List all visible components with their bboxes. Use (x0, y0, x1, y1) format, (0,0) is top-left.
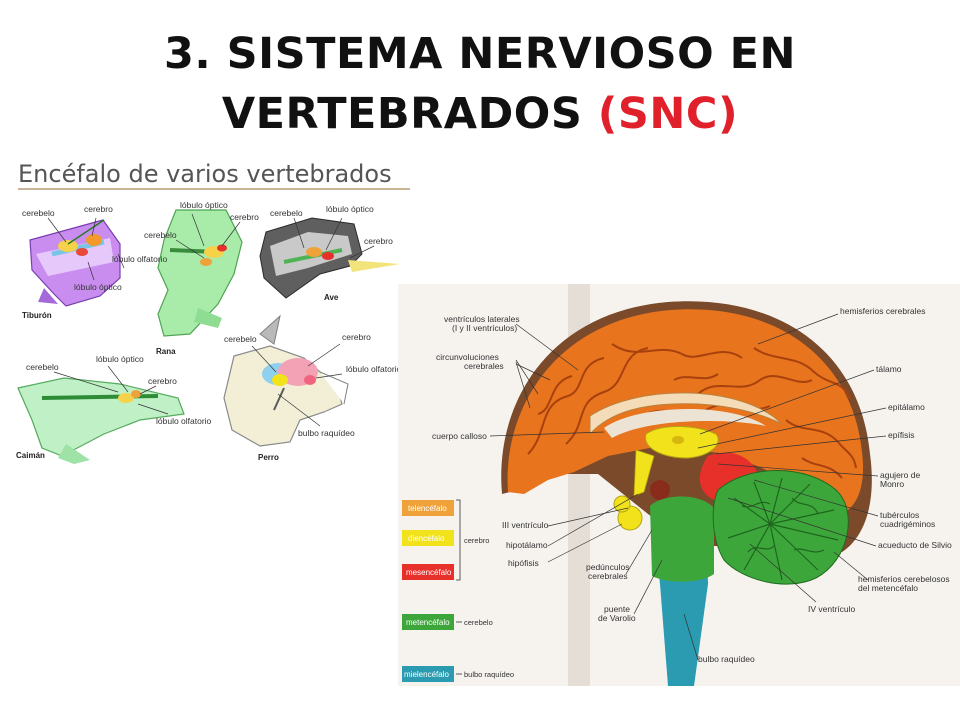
caiman-label-cerebelo: cerebelo (26, 362, 59, 372)
label-iv-ventriculo: IV ventrículo (808, 604, 856, 614)
title-line-2: VERTEBRADOS (221, 89, 583, 139)
label-cuerpo-calloso: cuerpo calloso (432, 431, 487, 441)
label-hipofisis: hipófisis (508, 558, 539, 568)
label-puente: puente (604, 604, 630, 614)
label-hemisferios-cerebelosos: hemisferios cerebelosos (858, 574, 950, 584)
shark-label-cerebro: cerebro (84, 204, 113, 214)
frog-label-cerebro: cerebro (230, 212, 259, 222)
label-iii-ventriculo: III ventrículo (502, 520, 549, 530)
caiman-illustration (17, 377, 185, 464)
label-hemisferios-cerebrales: hemisferios cerebrales (840, 306, 926, 316)
label-de-varolio: de Varolio (598, 613, 636, 623)
dog-label-cerebelo: cerebelo (224, 334, 257, 344)
caiman-label-cerebro: cerebro (148, 376, 177, 386)
legend-label-mielencefalo: mielencéfalo (404, 670, 449, 679)
legend-label-diencefalo: diencéfalo (408, 534, 445, 543)
label-hipotalamo: hipotálamo (506, 540, 548, 550)
bird-name: Ave (324, 293, 339, 302)
label-acueducto-silvio: acueducto de Silvio (878, 540, 952, 550)
legend-swatch-telencefalo (402, 500, 454, 516)
label-pedunculos-cerebrales: cerebrales (588, 571, 628, 581)
brain-region-legend: telencéfalo diencéfalo mesencéfalo cereb… (402, 499, 514, 682)
frog-label-lobulo-optico: lóbulo óptico (180, 200, 228, 210)
frog-illustration (157, 209, 243, 337)
legend-swatch-mielencefalo (402, 666, 454, 682)
label-agujero-de: agujero de (880, 470, 920, 480)
bird-label-lobulo-optico: lóbulo óptico (326, 204, 374, 214)
label-ventriculos-paren: (I y II ventrículos) (452, 323, 517, 333)
figure-heading: Encéfalo de varios vertebrados (18, 160, 392, 188)
label-tuberculos: tubérculos (880, 510, 919, 520)
label-epifisis: epífisis (888, 430, 914, 440)
human-brain-drawing: ventrículos laterales (I y II ventrículo… (402, 284, 952, 686)
bird-label-cerebro: cerebro (364, 236, 393, 246)
label-ventriculos-laterales: ventrículos laterales (444, 314, 520, 324)
caiman-label-lobulo-optico: lóbulo óptico (96, 354, 144, 364)
title-line-1: 3. SISTEMA NERVIOSO EN (163, 29, 797, 79)
legend-group-cerebelo: cerebelo (464, 618, 493, 627)
legend-group-bulbo-raquideo: bulbo raquídeo (464, 670, 514, 679)
legend-swatch-metencefalo (402, 614, 454, 630)
dog-illustration (223, 314, 349, 447)
legend-swatch-diencefalo (402, 530, 454, 546)
label-pedunculos: pedúnculos (586, 562, 629, 572)
legend-label-mesencefalo: mesencéfalo (406, 568, 452, 577)
label-circunvoluciones: circunvoluciones (436, 352, 499, 362)
dog-label-lobulo-olfatorio: lóbulo olfatorio (346, 364, 402, 374)
legend-label-telencefalo: telencéfalo (408, 504, 447, 513)
dog-label-bulbo-raquideo: bulbo raquídeo (298, 428, 355, 438)
legend-group-cerebro: cerebro (464, 536, 489, 545)
title-accent: (SNC) (597, 89, 739, 139)
label-del-metencefalo: del metencéfalo (858, 583, 918, 593)
shark-label-lobulo-optico: lóbulo óptico (74, 282, 122, 292)
label-epitalamo: epitálamo (888, 402, 925, 412)
label-talamo: tálamo (876, 364, 902, 374)
legend-label-metencefalo: metencéfalo (406, 618, 450, 627)
bird-illustration (259, 217, 400, 299)
vertebrates-drawing: cerebelo cerebro lóbulo olfatorio lóbulo… (16, 200, 402, 464)
human-brain-figure: ventrículos laterales (I y II ventrículo… (398, 284, 960, 686)
label-bulbo-raquideo: bulbo raquídeo (698, 654, 755, 664)
shark-name: Tiburón (22, 311, 52, 320)
frog-label-cerebelo: cerebelo (144, 230, 177, 240)
shark-label-lobulo-olfatorio: lóbulo olfatorio (112, 254, 168, 264)
frog-name: Rana (156, 347, 176, 356)
dog-label-cerebro: cerebro (342, 332, 371, 342)
heading-rule (18, 188, 410, 190)
caiman-label-lobulo-olfatorio: lóbulo olfatorio (156, 416, 212, 426)
dog-name: Perro (258, 453, 279, 462)
shark-illustration (29, 219, 121, 307)
label-monro: Monro (880, 479, 904, 489)
label-cuadrigeminos: cuadrigéminos (880, 519, 935, 529)
caiman-name: Caimán (16, 451, 45, 460)
legend-swatch-mesencefalo (402, 564, 454, 580)
slide-title: 3. SISTEMA NERVIOSO EN VERTEBRADOS (SNC) (0, 24, 960, 144)
vertebrate-brains-figure: Encéfalo de varios vertebrados (8, 158, 410, 468)
bird-label-cerebelo: cerebelo (270, 208, 303, 218)
label-circunvoluciones-cerebrales: cerebrales (464, 361, 504, 371)
shark-label-cerebelo: cerebelo (22, 208, 55, 218)
